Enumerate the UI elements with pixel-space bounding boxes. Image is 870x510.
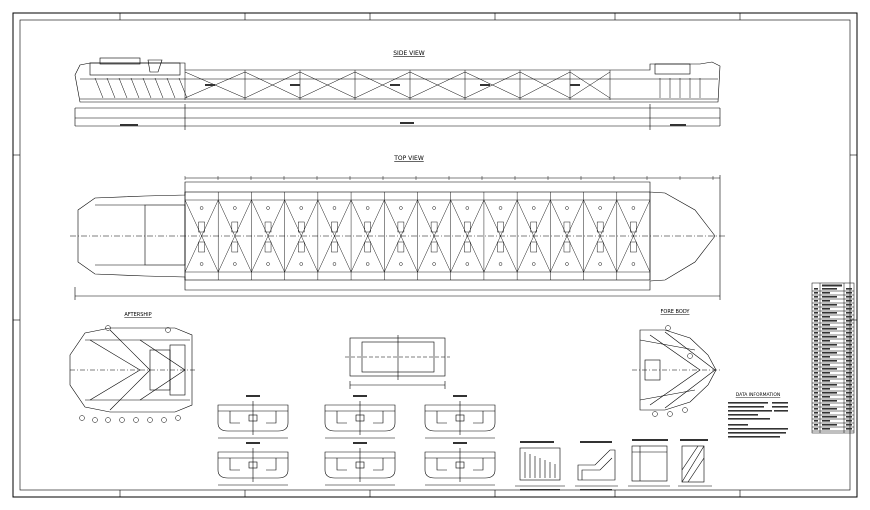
top-view (70, 175, 725, 300)
detail-1 (515, 447, 565, 487)
top-view-truss (184, 176, 714, 280)
detail-4 (678, 445, 712, 487)
data-information-title: DATA INFORMATION (736, 392, 781, 398)
midship-detail (345, 335, 450, 389)
legend-table (811, 282, 855, 434)
side-view-labels (120, 84, 686, 126)
aftership-bubbles (79, 325, 181, 423)
aftership-title: AFTERSHIP (124, 312, 151, 318)
top-view-title: TOP VIEW (393, 155, 424, 162)
detail-captions (520, 439, 708, 491)
side-view (74, 57, 721, 130)
aftership-view (69, 327, 195, 413)
sheet-inner-border (19, 19, 851, 491)
side-view-title: SIDE VIEW (393, 50, 425, 57)
cross-sections (217, 395, 496, 486)
forebody-bubbles (652, 325, 693, 417)
data-information-notes (728, 402, 788, 438)
forebody-view (632, 329, 720, 411)
side-view-truss (94, 70, 701, 100)
detail-3 (628, 445, 670, 487)
sheet-outer-border (12, 12, 858, 498)
forebody-title: FORE BODY (661, 309, 691, 315)
detail-2 (575, 449, 618, 487)
